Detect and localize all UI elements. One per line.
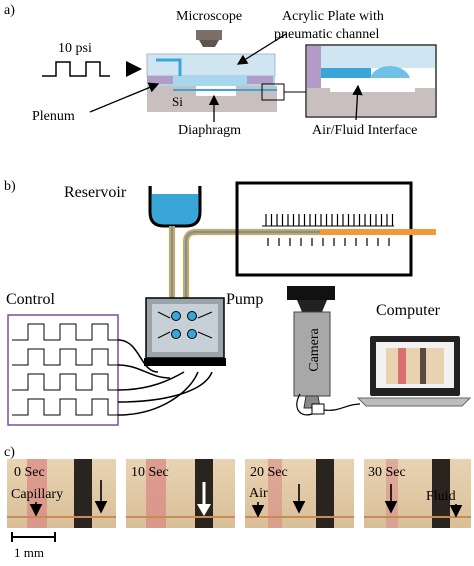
frame-0-time: 0 Sec [14,465,45,480]
plate-label-line2: pneumatic channel [274,27,379,42]
frame-30-time: 30 Sec [368,465,406,480]
control-wires [117,339,213,416]
frame-30-annotation: Fluid [426,489,456,504]
panel-a: a) 10 psi Microscope Si [4,3,437,138]
pressure-label: 10 psi [58,41,92,56]
frame-20-time: 20 Sec [250,465,288,480]
pressure-waveform [42,61,110,77]
control-box [7,314,119,426]
camera [287,286,335,415]
pump-label: Pump [226,291,263,308]
panel-b: b) Reservoir Control [4,179,472,426]
plate-label-line1: Acrylic Plate with [282,9,384,24]
pump-device [144,297,226,366]
diaphragm-label: Diaphragm [178,123,241,138]
frame-10-time: 10 Sec [131,465,169,480]
reservoir-vessel [148,186,202,228]
interface-label: Air/Fluid Interface [312,123,417,138]
device-cross-section [146,53,285,112]
interface-arrow [352,84,363,121]
frame-20-annotation: Air [249,486,268,501]
control-label: Control [6,291,55,308]
time-frame-0: 0 Sec Capillary [7,459,116,528]
scale-bar [11,532,56,542]
camera-label: Camera [307,327,322,371]
scale-label: 1 mm [14,545,44,560]
microscope-icon [196,30,222,47]
computer-label: Computer [376,302,441,319]
panel-a-label: a) [4,3,15,18]
imaging-window [235,181,436,277]
time-frame-30: 30 Sec Fluid [364,459,471,528]
frame-0-annotation: Capillary [11,487,63,502]
interface-inset [305,44,437,118]
plenum-label: Plenum [32,109,75,124]
panel-c: c) 0 Sec Capillary 10 Sec [4,445,471,560]
panel-b-label: b) [4,179,16,194]
panel-c-label: c) [4,445,15,460]
time-frame-20: 20 Sec Air [245,459,354,528]
ruler-ticks [265,214,394,246]
laptop-icon [356,336,472,407]
plate-arrow [236,33,287,65]
reservoir-label: Reservoir [64,184,127,201]
camera-cable [296,393,361,416]
si-label: Si [172,94,183,109]
plenum-arrow [89,82,160,113]
microscope-label: Microscope [176,9,242,24]
time-frame-10: 10 Sec [126,459,235,528]
